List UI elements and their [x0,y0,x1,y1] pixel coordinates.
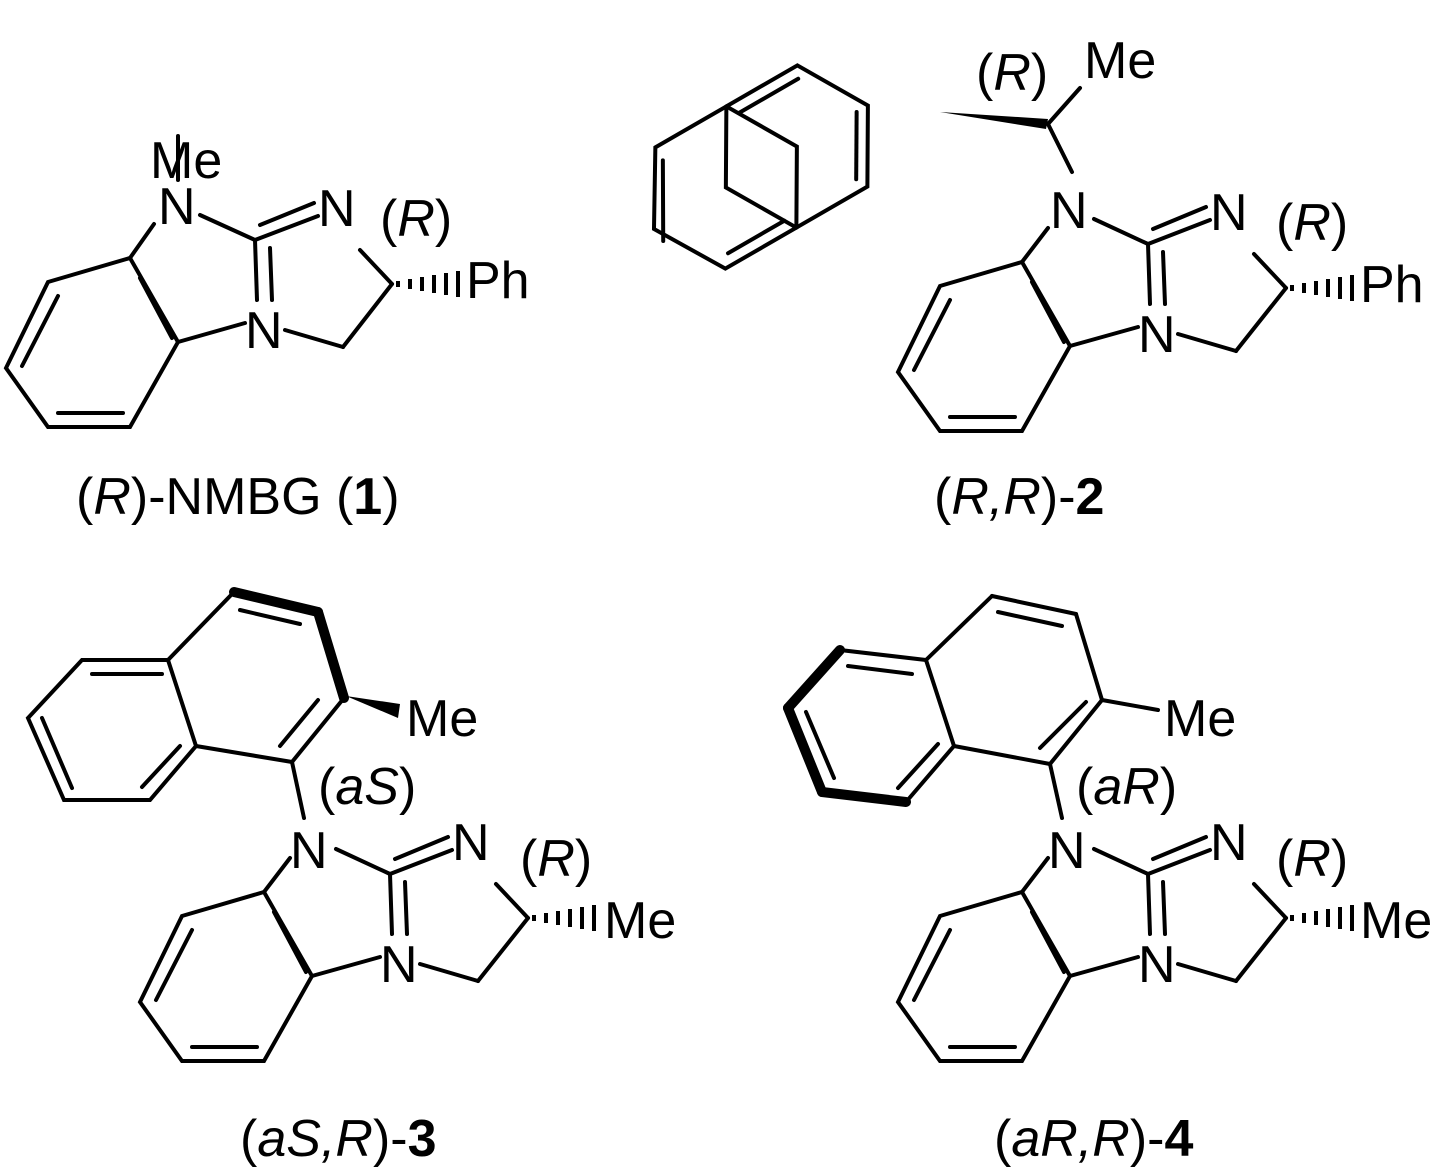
compound-1-benzene-ring [3,255,181,429]
compound-1-hashed-bond [396,271,460,297]
compound-2-caption: (R,R)-2 [934,468,1104,526]
compound-3-aryl-methyl-label: Me [406,690,478,748]
compound-4-methyl-substituent-label: Me [1360,892,1432,950]
compound-2-benzene-ring [895,259,1073,433]
compound-4-n-ring-atom: N [1138,936,1176,994]
compound-2-structure: Me (R) N N N Ph (R) [651,32,1424,433]
compound-1-n-methyl-atom: N [158,178,196,236]
compound-1-n-ring-atom: N [245,302,283,360]
compound-4-n-imine-atom: N [1210,814,1248,872]
compound-3-axis-stereo: (aS) [318,758,416,816]
compound-4-stereo-descriptor: (R) [1276,830,1348,888]
compound-1-caption: (R)-NMBG (1) [76,468,400,526]
compound-3-methyl-substituent-label: Me [604,892,676,950]
compound-3-structure: Me (aS) N N N Me (R) [25,587,676,1063]
compound-2-wedge-bond [940,112,1048,129]
compound-1-n-imine-atom: N [318,180,356,238]
compound-2-stereo-descriptor: (R) [1276,194,1348,252]
compound-2-naphthalene [651,63,870,271]
compound-4-n-aryl-atom: N [1048,822,1086,880]
compound-4-naphthalene [783,594,1104,807]
compound-4-structure: Me (aR) N N N Me (R) [783,594,1432,1063]
compound-4-fused-rings [1020,835,1288,983]
compound-1-methyl-label: Me [150,132,222,190]
compound-3-n-aryl-atom: N [290,822,328,880]
compound-1-structure: Me N N N Ph (R) [3,132,530,429]
compound-1-fused-rings [128,134,394,349]
compound-2-methyl-label: Me [1084,32,1156,90]
compound-4-axis-stereo: (aR) [1076,758,1177,816]
compound-3-n-imine-atom: N [452,814,490,872]
compound-3-stereo-descriptor: (R) [520,830,592,888]
compound-2-fused-rings [1020,205,1288,353]
compound-3-hashed-bond [532,905,596,931]
compound-4-hashed-bond [1290,905,1354,931]
compound-3-benzene-ring [137,889,315,1063]
compound-2-side-chain-stereo: (R) [976,44,1048,102]
compound-3-wedge-bond [346,696,400,718]
compound-3-naphthalene [25,587,349,802]
compound-3-n-ring-atom: N [380,936,418,994]
compound-2-phenyl-label: Ph [1360,256,1424,314]
compound-2-n-aryl-atom: N [1050,182,1088,240]
compound-1-stereo-descriptor: (R) [380,190,452,248]
compound-2-n-imine-atom: N [1210,184,1248,242]
compound-2-n-ring-atom: N [1138,306,1176,364]
compound-3-fused-rings [262,835,530,983]
compound-1-phenyl-label: Ph [466,252,530,310]
compound-2-hashed-bond [1290,275,1354,301]
compound-4-caption: (aR,R)-4 [994,1110,1193,1168]
compound-4-benzene-ring [895,889,1073,1063]
compound-3-caption: (aS,R)-3 [240,1110,437,1168]
compound-4-aryl-methyl-label: Me [1164,690,1236,748]
